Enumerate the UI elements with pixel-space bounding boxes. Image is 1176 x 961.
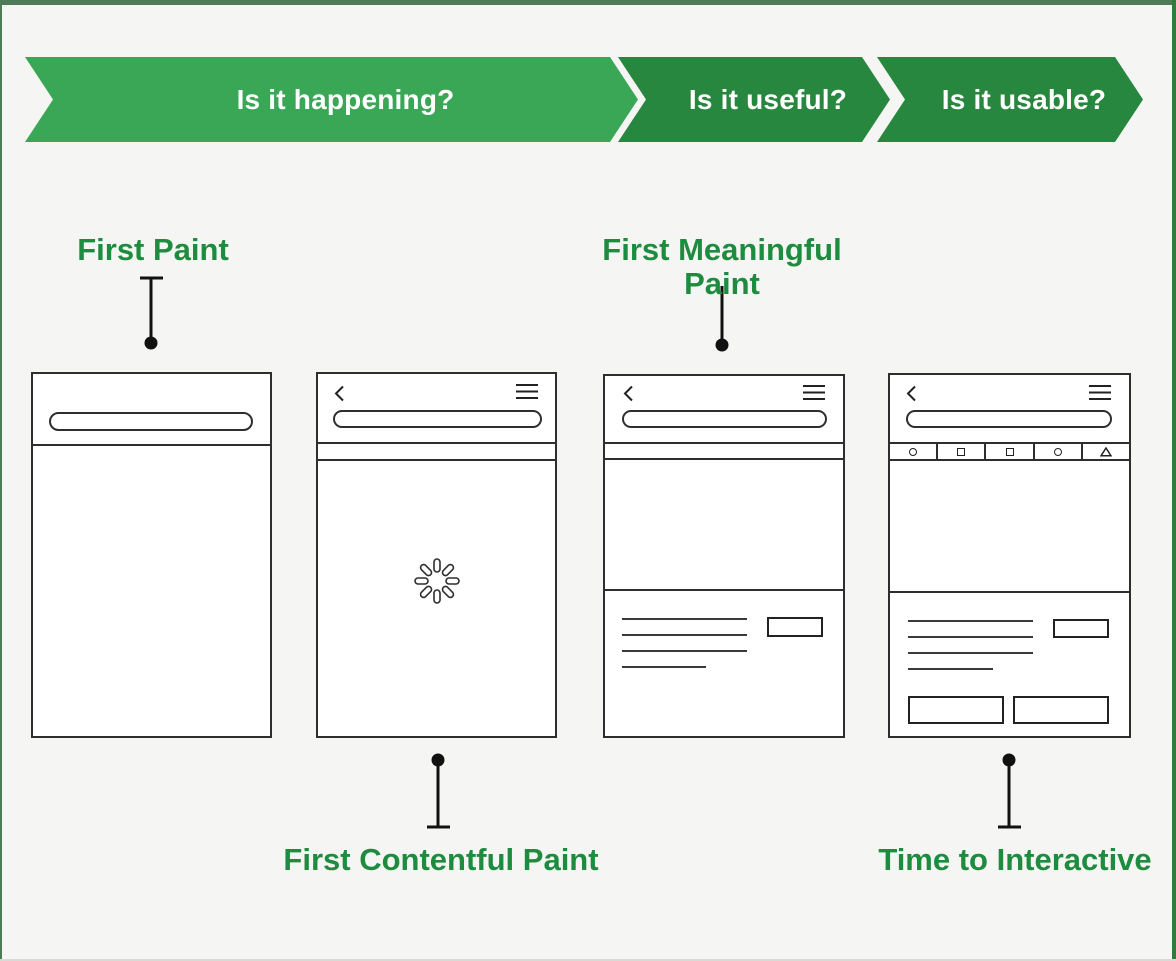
timeline-dot [144,336,158,350]
placeholder-bar [605,444,843,460]
blank-page-area [33,446,270,736]
toolbar-cell [890,444,936,459]
loading-page-area [318,461,555,736]
spinner-icon [413,558,460,604]
banner-label-usable: Is it usable? [941,83,1107,115]
circle-icon [1053,447,1062,456]
phone-mockup-first-paint [31,372,272,738]
square-icon [1005,447,1014,456]
back-icon [334,385,344,402]
hero-image-placeholder [890,461,1129,593]
text-line [622,650,747,652]
square-icon [957,447,966,456]
text-line [622,666,706,668]
first-contentful-paint-connector [427,753,450,829]
triangle-icon [1099,446,1112,457]
button-placeholder [908,696,1004,724]
browser-header [33,374,270,446]
hero-image-placeholder [605,460,843,591]
banner-label-happening: Is it happening? [236,83,455,115]
timeline-dot [715,338,729,352]
button-placeholder [1013,696,1109,724]
url-bar [906,410,1112,428]
first-paint-label: First Paint [77,232,229,267]
frame-edge-right [1172,0,1176,961]
text-line [908,652,1033,654]
content-area [890,593,1129,736]
text-line [908,668,993,670]
back-icon [906,385,916,402]
first-contentful-paint-label: First Contentful Paint [283,842,599,877]
phone-mockup-first-meaningful-paint [603,374,845,738]
frame-edge-left [0,0,2,961]
frame-edge-bottom [0,959,1176,961]
toolbar-cell [1080,444,1129,459]
timeline-dot [1002,753,1016,767]
text-line [622,618,747,620]
hamburger-icon [803,385,825,400]
timeline-dot [431,753,445,767]
hamburger-icon [516,384,538,399]
hamburger-icon [1089,385,1111,400]
browser-header [890,375,1129,444]
banner-label-useful: Is it useful? [688,83,848,115]
circle-icon [909,447,918,456]
placeholder-bar [318,444,555,461]
first-paint-connector [140,276,163,350]
toolbar-cell [1032,444,1081,459]
time-to-interactive-label: Time to Interactive [878,842,1152,877]
time-to-interactive-connector [998,753,1021,829]
text-line [908,636,1033,638]
back-icon [623,385,633,402]
text-line [908,620,1033,622]
toolbar-cell [984,444,1032,459]
nav-toolbar [890,444,1129,461]
browser-header [318,374,555,444]
first-meaningful-paint-label: First Meaningful Paint [602,232,842,301]
phone-mockup-first-contentful-paint [316,372,557,738]
url-bar [49,412,253,431]
button-placeholder [767,617,823,637]
toolbar-cell [936,444,984,459]
text-line [622,634,747,636]
phone-mockup-time-to-interactive [888,373,1131,738]
url-bar [333,410,542,428]
url-bar [622,410,827,428]
browser-header [605,376,843,444]
button-placeholder [1053,619,1109,638]
frame-edge-top [0,0,1176,5]
content-area [605,591,843,736]
